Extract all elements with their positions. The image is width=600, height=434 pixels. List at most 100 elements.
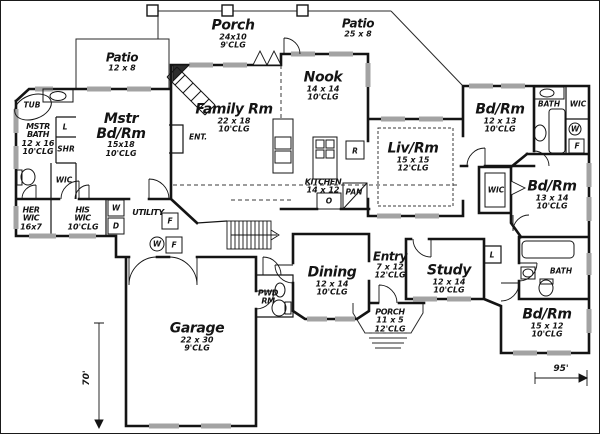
room-name: Garage (169, 320, 225, 337)
bath-label-ne: BATH (537, 99, 561, 109)
freezer-label-ne: F (574, 141, 580, 151)
room-dims: 12 x 8 (108, 63, 136, 73)
room-label-bdrm-e: Bd/Rm 13 x 14 10'CLG (527, 178, 577, 211)
room-name: Patio (105, 50, 139, 65)
room-label-family-rm: Family Rm 22 x 18 10'CLG (195, 102, 273, 134)
bath-label-se: BATH (549, 266, 573, 276)
doors (21, 37, 550, 310)
linen-label-study: L (489, 250, 495, 260)
range-label: R (352, 146, 358, 156)
wic-label-e: WIC (487, 185, 505, 195)
exterior-walls (14, 52, 591, 428)
room-dims: 15x18 (107, 140, 135, 150)
ent-center-label: ENT. (188, 132, 208, 142)
room-label-porch-front: PORCH 11 x 5 12'CLG (374, 307, 406, 334)
room-dims: 16x7 (20, 222, 42, 232)
shower-label: SHR (57, 144, 75, 154)
room-name: HER WIC (22, 205, 40, 223)
room-label-mstr-bdrm: Mstr Bd/Rm 15x18 10'CLG (89, 110, 153, 158)
bar-counter (272, 118, 294, 174)
room-name: PWD RM (257, 288, 279, 306)
dashed-lines (173, 65, 459, 334)
room-ceiling: 10'CLG (307, 92, 339, 102)
tub-fixture (14, 93, 52, 121)
room-label-patio-left: Patio 12 x 8 (105, 50, 139, 73)
room-dims: 12 x 13 (483, 115, 517, 125)
room-name: Study (427, 262, 471, 279)
room-dims: 12 x 14 (432, 276, 466, 286)
washer-label-utility: W (111, 203, 121, 213)
room-name: KITCHEN (304, 177, 342, 187)
fixtures (14, 86, 585, 317)
room-ceiling: 10'CLG (218, 124, 250, 134)
room-label-porch-top: Porch 24x10 9'CLG (211, 18, 254, 49)
room-dims: 14 x 14 (306, 83, 340, 93)
room-ceiling: 10'CLG (536, 201, 568, 211)
interior-walls (50, 86, 589, 318)
room-name: Entry (372, 249, 408, 264)
linen-label-mstr: L (62, 122, 68, 132)
room-label-his-wic: HIS WIC 10'CLG (67, 206, 98, 231)
room-label-nook: Nook 14 x 14 10'CLG (304, 70, 343, 101)
room-ceiling: 12'CLG (374, 324, 406, 334)
oven-label: O (325, 196, 333, 206)
width-dimension: 95' (553, 364, 569, 374)
room-label-bdrm-ne: Bd/Rm 12 x 13 10'CLG (475, 101, 525, 133)
depth-dimension: 70' (82, 370, 92, 386)
room-name: Bd/Rm (527, 178, 577, 195)
room-name: UTILITY (132, 207, 164, 217)
pantry-label: PAN (345, 187, 363, 197)
room-ceiling: 10'CLG (433, 285, 465, 295)
oven (316, 192, 342, 210)
room-name: Patio (341, 16, 375, 31)
room-label-dining: Dining 12 x 14 10'CLG (308, 265, 357, 296)
room-dims: 12 x 14 (315, 278, 349, 288)
room-ceiling: 10'CLG (105, 148, 137, 158)
room-dims: 11 x 5 (376, 315, 404, 325)
freezer-label-utility: F (167, 216, 173, 226)
room-name: Porch (211, 17, 255, 34)
room-name: Bd/Rm (522, 306, 572, 323)
room-label-kitchen: KITCHEN 14 x 12 (304, 177, 342, 196)
room-label-liv-rm: Liv/Rm 15 x 15 12'CLG (388, 141, 439, 172)
stairs (226, 220, 280, 250)
room-dims: 13 x 14 (535, 192, 569, 202)
washer-label-ne: W (570, 124, 580, 134)
tub-label: TUB (23, 100, 41, 110)
room-label-mstr-bath: MSTR BATH 12 x 16 10'CLG (19, 123, 57, 157)
room-dims: 22 x 18 (217, 115, 251, 125)
room-dims: 22 x 30 (180, 334, 214, 344)
room-name: Bd/Rm (475, 101, 525, 118)
room-dims: 12 x 16 (21, 139, 55, 148)
room-label-patio-right: Patio 25 x 8 (341, 16, 375, 39)
washer-label-mud: W (152, 239, 162, 249)
room-dims: 7 x 12 (376, 261, 404, 271)
room-label-pwd-rm: PWD RM (255, 288, 281, 307)
room-label-study: Study 12 x 14 10'CLG (427, 263, 471, 294)
room-name: PORCH (375, 307, 405, 317)
room-ceiling: 12'CLG (397, 163, 429, 173)
room-label-utility: UTILITY (132, 207, 164, 217)
dimension-lines (94, 322, 589, 430)
porch-posts (146, 4, 309, 17)
room-ceiling: 9'CLG (184, 343, 210, 353)
windows (13, 51, 592, 429)
refrigerator (345, 140, 365, 160)
wic-label-mstr: WIC (55, 175, 73, 185)
room-dims: 15 x 12 (530, 320, 564, 330)
room-name: MSTR BATH (26, 122, 50, 140)
room-ceiling: 12'CLG (374, 270, 406, 280)
room-ceiling: 9'CLG (220, 40, 246, 50)
wic-label-ne: WIC (569, 99, 587, 109)
room-dims: 24x10 (219, 31, 247, 41)
room-name: Dining (307, 264, 357, 281)
room-label-her-wic: HER WIC 16x7 (16, 206, 46, 231)
dryer-label: D (112, 221, 120, 231)
room-ceiling: 10'CLG (22, 147, 54, 157)
room-dims: 25 x 8 (344, 29, 372, 39)
room-name: Mstr Bd/Rm (96, 110, 146, 142)
fireplace (166, 64, 216, 116)
room-ceiling: 10'CLG (316, 287, 348, 297)
